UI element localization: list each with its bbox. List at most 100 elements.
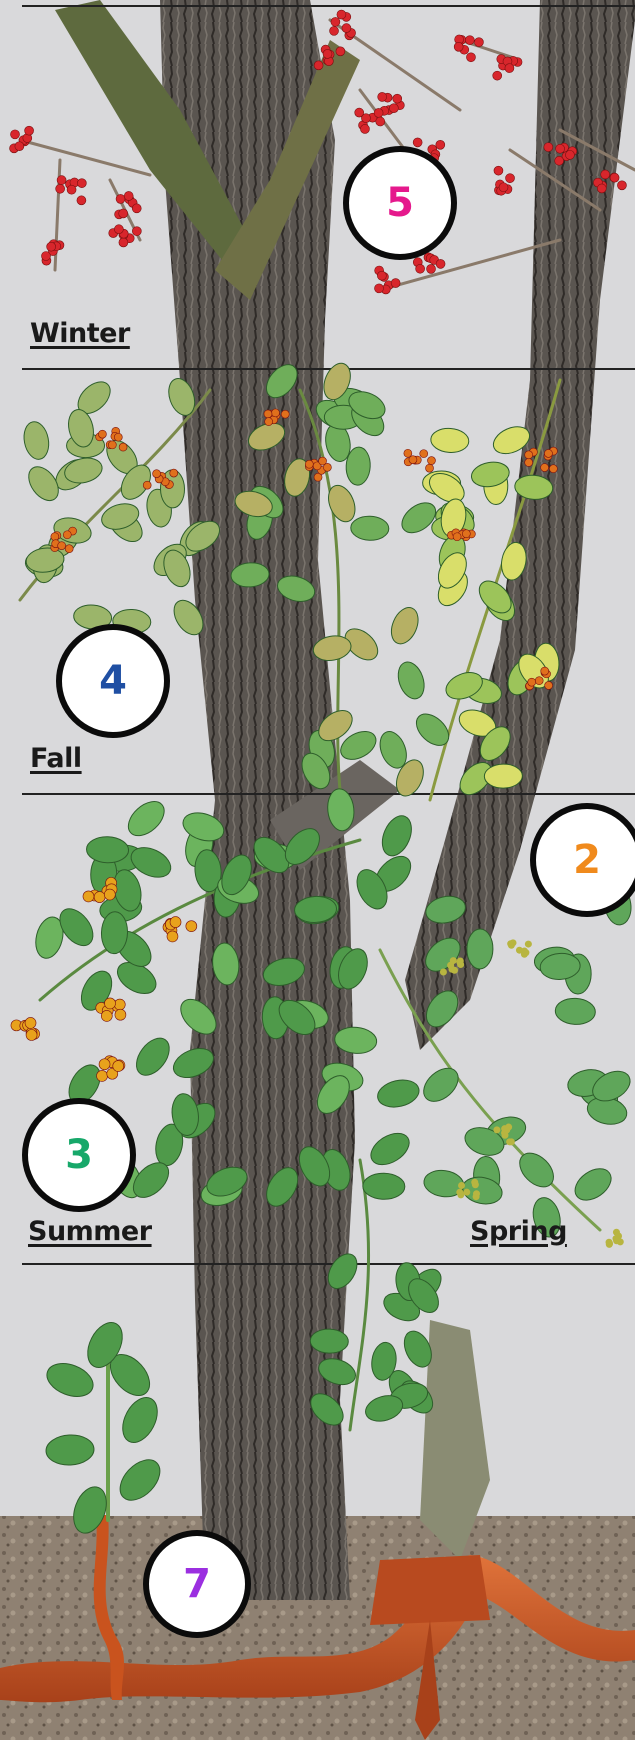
berry — [360, 124, 369, 133]
berry — [114, 999, 125, 1010]
flower — [473, 1190, 480, 1197]
leaf — [386, 604, 423, 648]
berry — [77, 196, 86, 205]
berry — [541, 667, 549, 675]
berry — [462, 530, 470, 538]
berry — [535, 677, 543, 685]
vine-stem — [350, 1160, 369, 1430]
berry — [170, 917, 181, 928]
berry — [493, 71, 502, 80]
berry — [454, 42, 463, 51]
leaf — [375, 1076, 422, 1111]
berry — [393, 94, 402, 103]
berry — [555, 156, 564, 165]
berry — [57, 176, 66, 185]
berry — [105, 998, 116, 1009]
berry — [420, 450, 428, 458]
leaf — [86, 836, 129, 863]
flower — [456, 1189, 463, 1196]
leaf — [410, 708, 454, 751]
berry — [94, 892, 105, 903]
badge-spring: 2 — [530, 803, 635, 917]
badge-roots: 7 — [143, 1530, 251, 1638]
berry — [186, 921, 197, 932]
berry — [119, 238, 128, 247]
berry — [541, 464, 549, 472]
berry — [331, 17, 340, 26]
flower — [451, 967, 458, 974]
berry — [132, 204, 141, 213]
berry — [56, 184, 65, 193]
berry — [98, 430, 106, 438]
berry — [104, 889, 115, 900]
flower — [493, 1126, 500, 1133]
berry — [143, 481, 151, 489]
berry — [528, 678, 536, 686]
season-label-winter: Winter — [30, 318, 130, 349]
berry — [330, 26, 339, 35]
seedling-leaf — [42, 1357, 98, 1402]
berry — [436, 259, 445, 268]
berry — [453, 533, 461, 541]
berry — [319, 457, 327, 465]
berry — [77, 179, 86, 188]
berry — [494, 166, 503, 175]
berry — [565, 150, 574, 159]
berry — [525, 451, 533, 459]
berry — [376, 117, 385, 126]
berry — [426, 464, 434, 472]
berry — [272, 409, 280, 417]
berry — [63, 531, 71, 539]
berry — [601, 170, 610, 179]
berry — [115, 1009, 126, 1020]
berry — [549, 465, 557, 473]
flower — [606, 1239, 613, 1246]
berry — [323, 49, 332, 58]
berry — [465, 36, 474, 45]
berry — [436, 140, 445, 149]
berry — [47, 242, 56, 251]
berry — [355, 108, 364, 117]
berry — [342, 24, 351, 33]
berry — [15, 142, 24, 151]
leaf — [122, 795, 171, 842]
flower — [508, 942, 515, 949]
berry — [404, 449, 412, 457]
berry — [610, 173, 619, 182]
leaf — [377, 811, 417, 860]
flower — [450, 957, 457, 964]
leaf — [350, 516, 389, 541]
leaf — [363, 1173, 405, 1200]
leaf — [394, 659, 429, 703]
berry — [153, 470, 161, 478]
berry — [114, 225, 123, 234]
berry — [264, 410, 272, 418]
berry — [281, 410, 289, 418]
berry — [544, 449, 552, 457]
berry — [378, 92, 387, 101]
divider-fall-summer — [22, 793, 635, 795]
berry — [67, 185, 76, 194]
berry — [413, 138, 422, 147]
berry — [427, 264, 436, 273]
berry — [25, 1017, 36, 1028]
berry — [11, 130, 20, 139]
berry — [336, 47, 345, 56]
berry — [26, 1029, 37, 1040]
leaf — [467, 929, 494, 969]
leaf — [555, 997, 596, 1025]
berry — [58, 542, 66, 550]
seedling-leaf — [116, 1392, 165, 1448]
badge-summer: 3 — [22, 1098, 136, 1212]
leaf — [21, 420, 52, 462]
berry — [466, 53, 475, 62]
berry — [83, 891, 94, 902]
berry — [474, 38, 483, 47]
divider-top — [22, 5, 635, 7]
berry — [374, 108, 383, 117]
berry — [108, 441, 116, 449]
berry — [97, 1070, 108, 1081]
berry — [506, 174, 515, 183]
berry — [545, 681, 553, 689]
berry — [617, 181, 626, 190]
